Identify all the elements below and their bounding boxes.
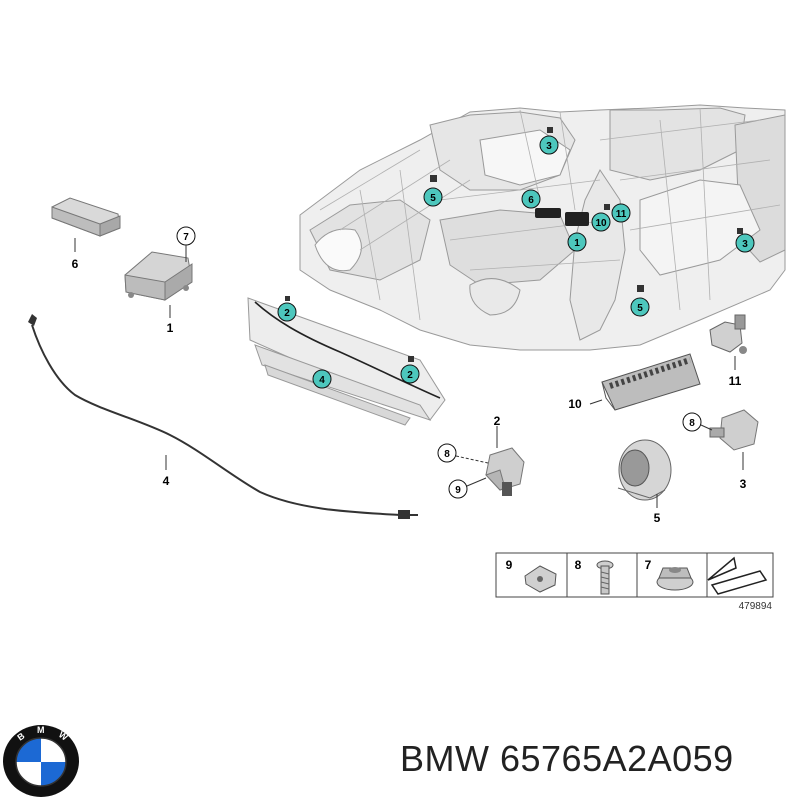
clip-nut-icon	[524, 565, 557, 593]
part-11-bracket: 11	[709, 314, 747, 388]
legend-label-9: 9	[506, 558, 513, 572]
svg-text:M: M	[37, 725, 45, 735]
part-4-wiring-harness: 4	[28, 314, 418, 519]
part-3-sensor: 8 3	[682, 409, 759, 491]
label-4: 4	[163, 474, 170, 488]
svg-text:5: 5	[430, 193, 436, 204]
svg-text:2: 2	[284, 308, 290, 319]
callout-3-right: 3	[735, 228, 755, 253]
vehicle-body-lines	[319, 107, 781, 321]
label-2: 2	[494, 414, 501, 428]
svg-text:5: 5	[637, 303, 643, 314]
callout-2-left: 2	[277, 296, 297, 322]
label-3: 3	[740, 477, 747, 491]
part-10-sensor-cover: 10	[568, 353, 701, 411]
part-number-title: BMW 65765A2A059	[400, 738, 734, 779]
svg-text:4: 4	[319, 375, 325, 386]
bumper-beam	[247, 297, 446, 426]
callout-2-right: 2	[400, 356, 420, 384]
callout-5-left: 5	[423, 175, 443, 207]
label-7-circle: 7	[183, 232, 189, 243]
callout-4: 4	[312, 369, 332, 389]
arrow-pointer-icon	[707, 556, 768, 595]
part-2-sensor: 2 8 9	[437, 414, 525, 499]
label-11: 11	[729, 374, 742, 388]
bmw-logo: B M W	[3, 725, 79, 797]
svg-text:11: 11	[616, 209, 627, 220]
svg-text:B: B	[15, 730, 26, 742]
diagram-number: 479894	[739, 601, 773, 612]
label-8-circle-a: 8	[444, 449, 450, 460]
part-1-airbag-module: 1 7	[124, 226, 196, 335]
label-1: 1	[167, 321, 174, 335]
bumper-harness	[254, 301, 441, 399]
label-6: 6	[72, 257, 79, 271]
svg-text:10: 10	[595, 218, 607, 229]
part-6-control-unit: 6	[51, 197, 121, 271]
label-8-circle-b: 8	[689, 418, 695, 429]
svg-text:2: 2	[407, 370, 413, 381]
legend-label-7: 7	[645, 558, 652, 572]
svg-text:1: 1	[574, 238, 580, 249]
car-callouts: 3 5 6 10 11 1 3	[277, 127, 755, 389]
callout-1: 1	[567, 232, 587, 252]
label-10: 10	[568, 397, 582, 411]
screw-icon	[596, 560, 614, 595]
fastener-legend: 9 8 7 479894	[495, 552, 774, 612]
callout-10: 10	[565, 212, 611, 232]
svg-text:3: 3	[742, 239, 748, 250]
callout-6: 6	[521, 189, 561, 218]
label-9-circle: 9	[455, 485, 461, 496]
svg-text:6: 6	[528, 195, 534, 206]
svg-text:3: 3	[546, 141, 552, 152]
part-5-sensor: 5	[617, 439, 672, 525]
label-5: 5	[654, 511, 661, 525]
callout-3-top: 3	[539, 127, 559, 155]
legend-label-8: 8	[575, 558, 582, 572]
callout-5-right: 5	[630, 285, 650, 317]
flange-nut-icon	[656, 567, 694, 591]
callout-11: 11	[604, 203, 631, 223]
